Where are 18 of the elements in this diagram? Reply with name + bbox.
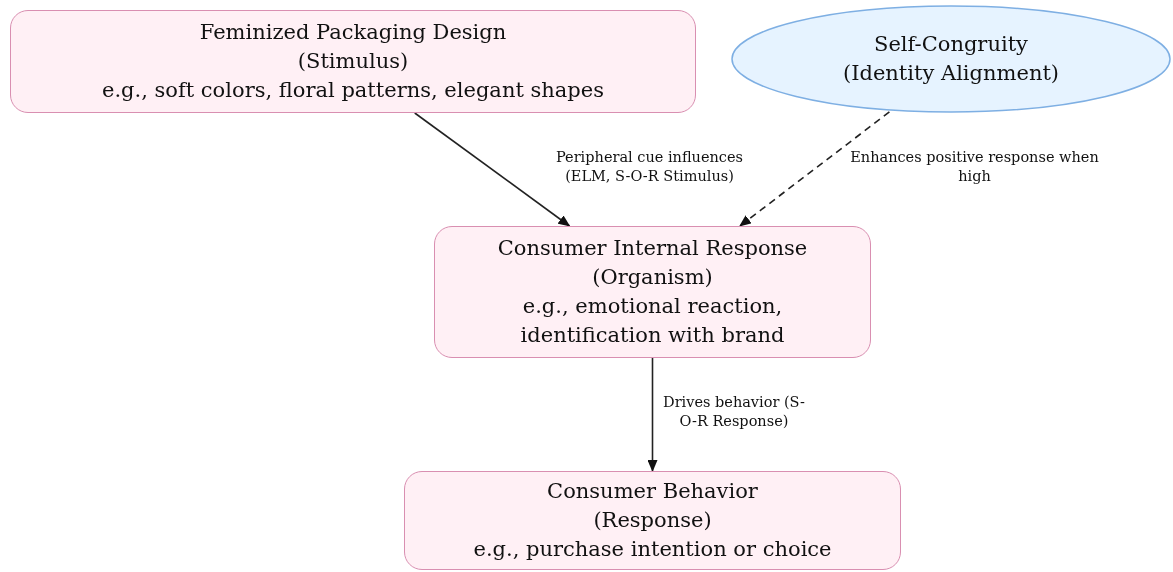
node-text: (Identity Alignment) [842,60,1060,87]
node-text: Consumer Behavior [547,478,758,505]
node-text: (Organism) [592,264,713,291]
process-box [404,471,901,570]
node-text: e.g., emotional reaction, identification with brand [519,293,786,349]
arrow [413,112,571,227]
node-text: Consumer Internal Response [497,235,808,262]
node-text: e.g., purchase intention or choice [473,536,832,563]
node-text: (Stimulus) [297,48,409,75]
node-text: Self-Congruity [874,31,1028,58]
ellipse-node [731,5,1171,113]
node-text: e.g., soft colors, floral patterns, elegant shapes [102,77,604,104]
arrow [647,357,658,472]
process-box [10,10,696,113]
dashed-arrow [739,111,891,227]
node-text: Feminized Packaging Design [199,19,507,46]
node-text: (Response) [593,507,712,534]
process-box [434,226,871,358]
